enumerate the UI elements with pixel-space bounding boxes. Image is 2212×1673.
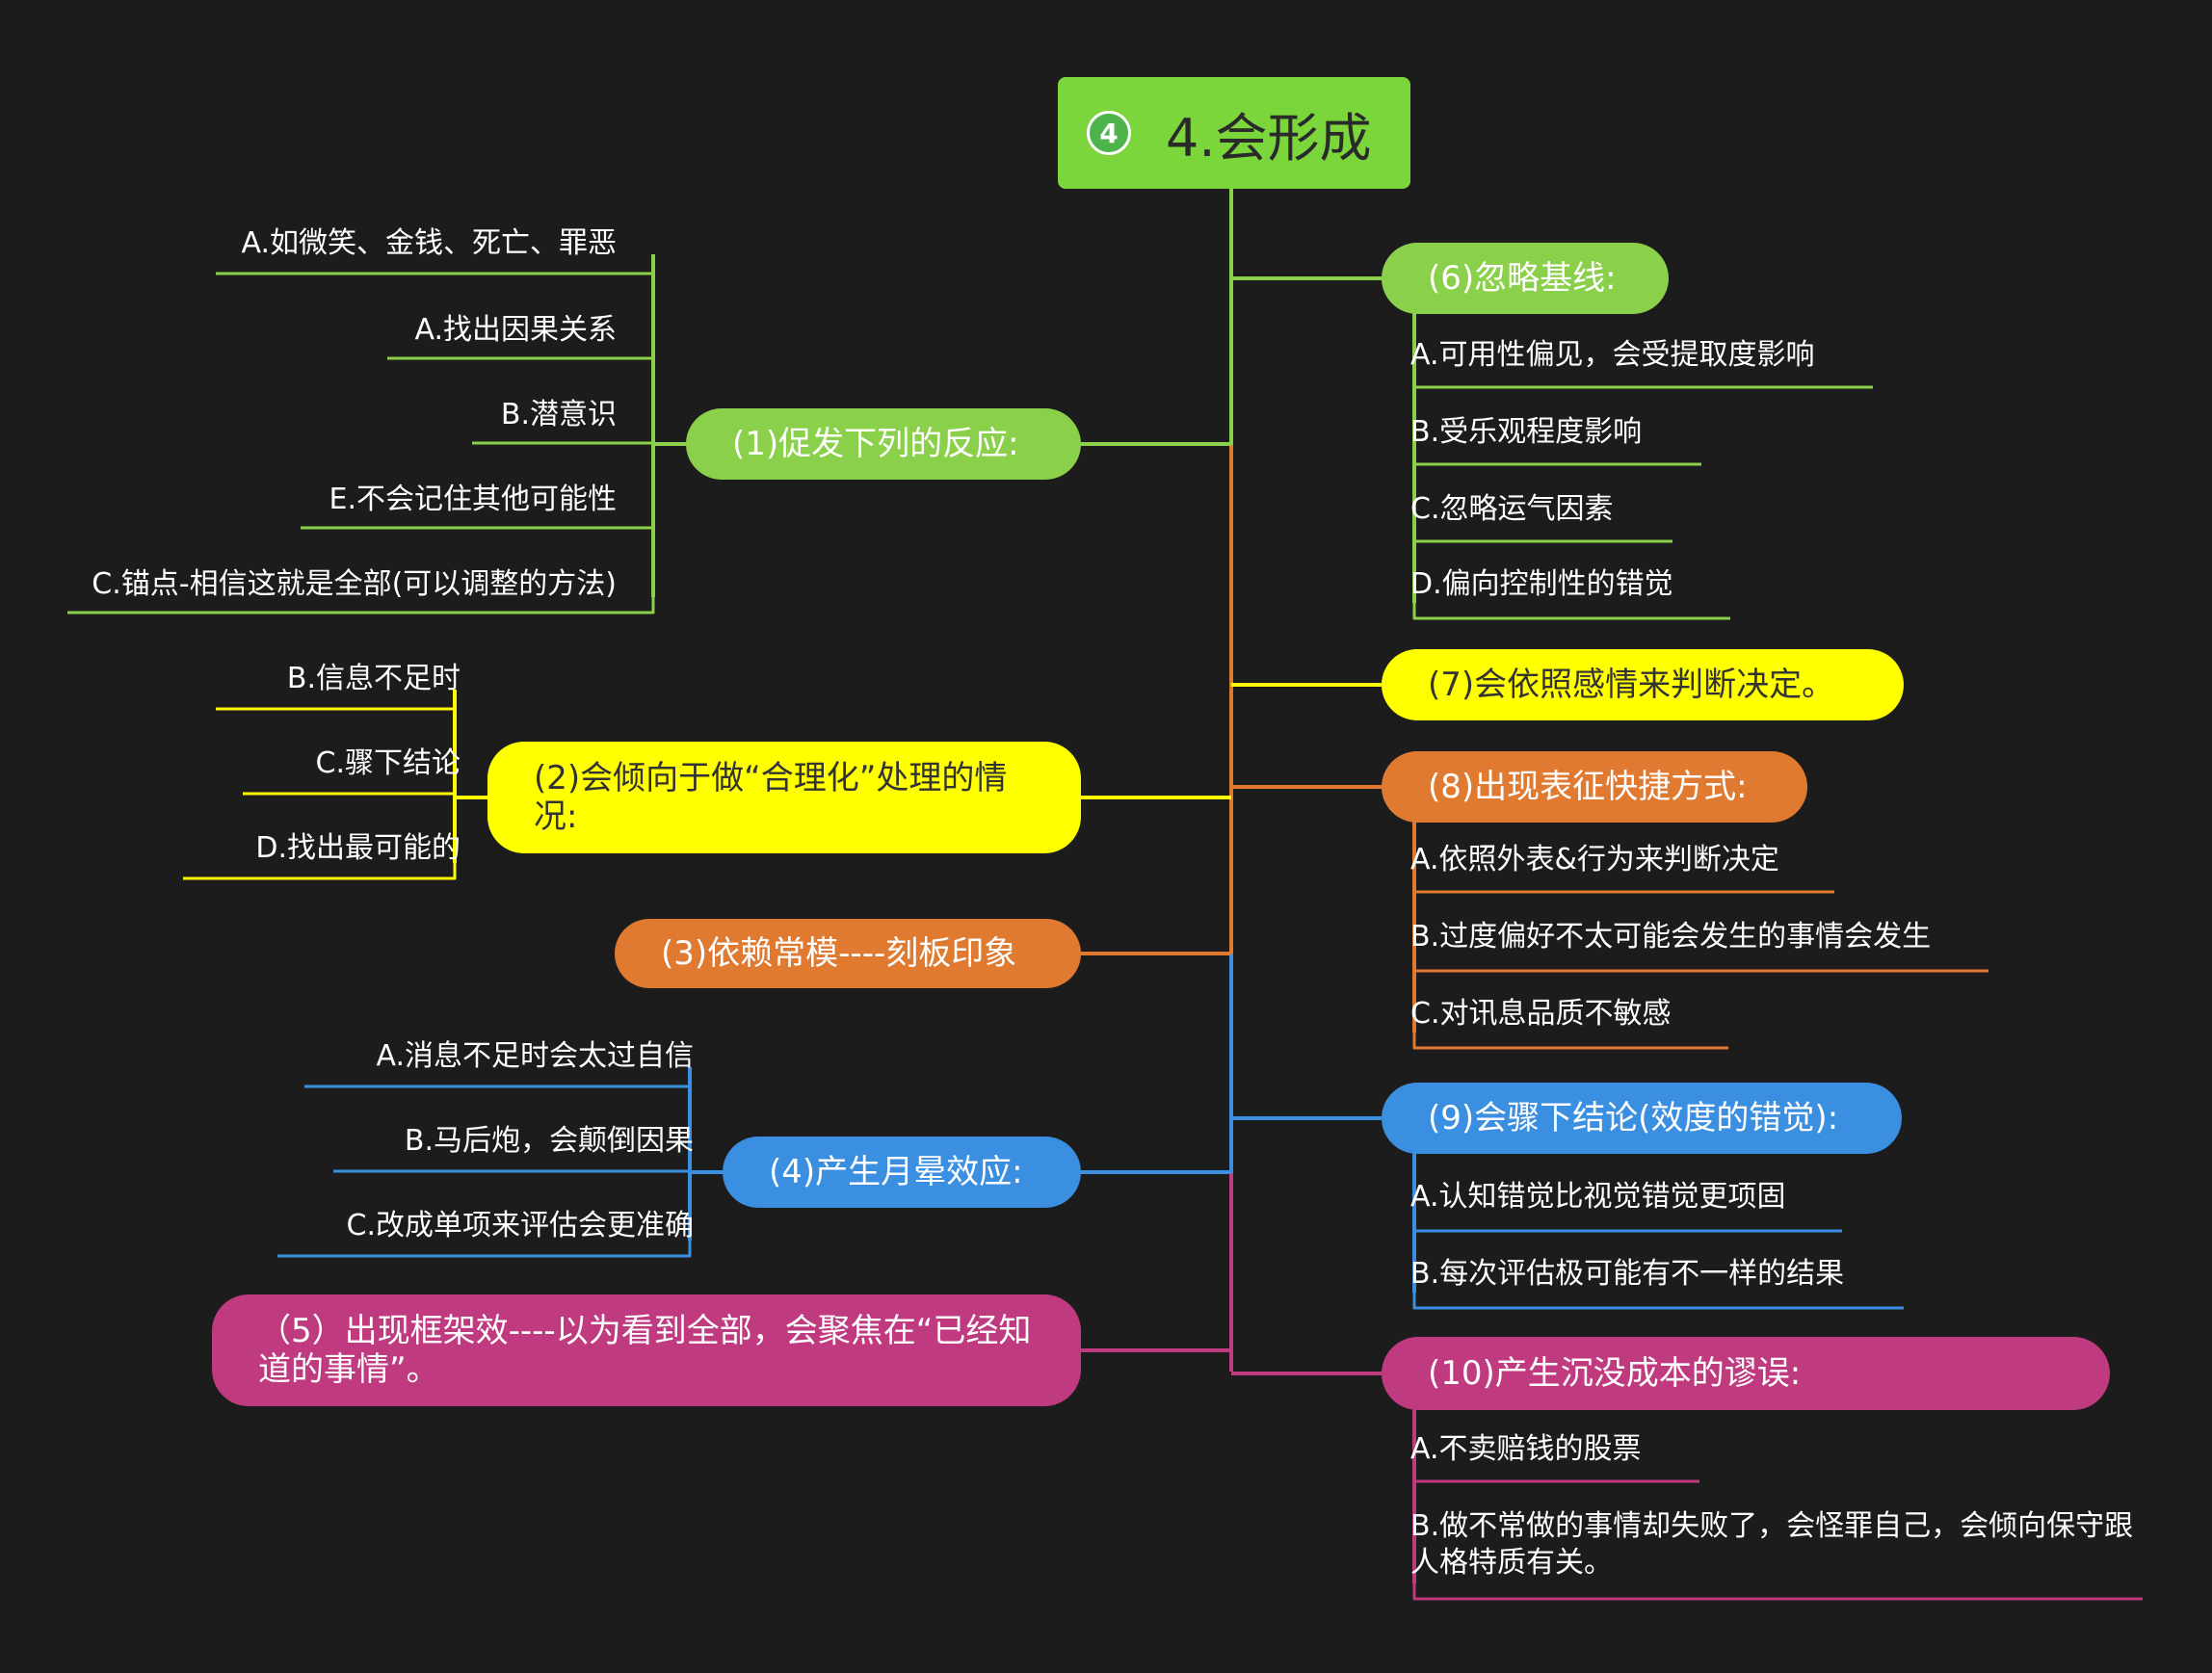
branch-b9[interactable]: (9)会骤下结论(效度的错觉): bbox=[1382, 1083, 1902, 1154]
branch-b7[interactable]: (7)会依照感情来判断决定。 bbox=[1382, 649, 1904, 720]
branch-b2-item[interactable]: D.找出最可能的 bbox=[255, 831, 461, 865]
branch-b1-item[interactable]: A.找出因果关系 bbox=[414, 313, 617, 347]
branch-b6[interactable]: (6)忽略基线: bbox=[1382, 243, 1669, 314]
branch-b1-item[interactable]: C.锚点-相信这就是全部(可以调整的方法) bbox=[92, 567, 617, 601]
branch-b2[interactable]: (2)会倾向于做“合理化”处理的情况: bbox=[487, 742, 1081, 853]
branch-b4-item[interactable]: C.改成单项来评估会更准确 bbox=[346, 1209, 694, 1242]
branch-b9-item[interactable]: B.每次评估极可能有不一样的结果 bbox=[1410, 1257, 1845, 1291]
branch-b2-item[interactable]: C.骤下结论 bbox=[315, 746, 461, 780]
branch-b4-item[interactable]: B.马后炮，会颠倒因果 bbox=[404, 1124, 694, 1158]
branch-b1-item[interactable]: B.潜意识 bbox=[500, 398, 617, 431]
branch-b6-item[interactable]: B.受乐观程度影响 bbox=[1410, 415, 1643, 449]
branch-b1-item[interactable]: A.如微笑、金钱、死亡、罪恶 bbox=[241, 226, 617, 260]
branch-b4[interactable]: (4)产生月晕效应: bbox=[723, 1137, 1081, 1208]
branch-b5[interactable]: （5）出现框架效----以为看到全部，会聚焦在“已经知道的事情”。 bbox=[212, 1294, 1081, 1406]
branch-b9-item[interactable]: A.认知错觉比视觉错觉更项固 bbox=[1410, 1180, 1786, 1214]
branch-b10[interactable]: (10)产生沉没成本的谬误: bbox=[1382, 1337, 2110, 1410]
branch-b8-item[interactable]: A.依照外表&行为来判断决定 bbox=[1410, 843, 1779, 876]
branch-b10-item[interactable]: A.不卖赔钱的股票 bbox=[1410, 1432, 1642, 1466]
priority-badge-icon: 4 bbox=[1087, 111, 1131, 155]
branch-b1[interactable]: (1)促发下列的反应: bbox=[686, 408, 1081, 480]
branch-b8[interactable]: (8)出现表征快捷方式: bbox=[1382, 751, 1807, 823]
branch-b4-item[interactable]: A.消息不足时会太过自信 bbox=[376, 1039, 694, 1073]
branch-b8-item[interactable]: C.对讯息品质不敏感 bbox=[1410, 997, 1672, 1031]
branch-b6-item[interactable]: A.可用性偏见，会受提取度影响 bbox=[1410, 338, 1815, 372]
root-topic[interactable]: 4 4.会形成 bbox=[1058, 77, 1410, 189]
branch-b6-item[interactable]: C.忽略运气因素 bbox=[1410, 492, 1614, 526]
branch-b8-item[interactable]: B.过度偏好不太可能会发生的事情会发生 bbox=[1410, 920, 1932, 954]
branch-b1-item[interactable]: E.不会记住其他可能性 bbox=[329, 483, 618, 516]
root-title: 4.会形成 bbox=[1166, 107, 1372, 169]
branch-b10-item[interactable]: B.做不常做的事情却失败了，会怪罪自己，会倾向保守跟人格特质有关。 bbox=[1410, 1509, 2134, 1580]
branch-b3[interactable]: (3)依赖常模----刻板印象 bbox=[615, 919, 1081, 988]
branch-b2-item[interactable]: B.信息不足时 bbox=[286, 662, 461, 695]
branch-b6-item[interactable]: D.偏向控制性的错觉 bbox=[1410, 567, 1673, 601]
